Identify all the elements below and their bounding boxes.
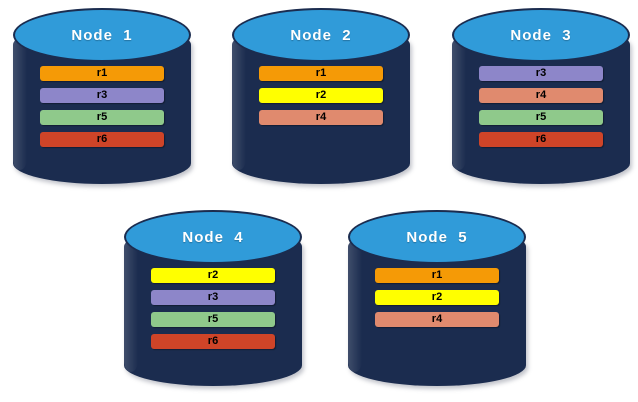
database-node[interactable]: Node 5 r1 r2 r4 bbox=[348, 210, 526, 392]
node-label: Node 4 bbox=[182, 228, 244, 246]
replica-bar[interactable]: r5 bbox=[40, 110, 164, 125]
replica-stack: r2 r3 r5 r6 bbox=[151, 268, 275, 349]
node-label: Node 2 bbox=[290, 26, 352, 44]
replica-stack: r1 r3 r5 r6 bbox=[40, 66, 164, 147]
replica-bar[interactable]: r1 bbox=[259, 66, 383, 81]
replica-bar[interactable]: r1 bbox=[375, 268, 499, 283]
node-label: Node 5 bbox=[406, 228, 468, 246]
replica-bar[interactable]: r2 bbox=[259, 88, 383, 103]
replica-bar[interactable]: r5 bbox=[479, 110, 603, 125]
node-cylinder-top bbox=[232, 8, 410, 62]
replica-bar[interactable]: r2 bbox=[151, 268, 275, 283]
replica-bar[interactable]: r3 bbox=[151, 290, 275, 305]
database-node[interactable]: Node 1 r1 r3 r5 r6 bbox=[13, 8, 191, 190]
replica-bar[interactable]: r1 bbox=[40, 66, 164, 81]
replica-bar[interactable]: r4 bbox=[375, 312, 499, 327]
node-cylinder-top bbox=[124, 210, 302, 264]
replica-stack: r1 r2 r4 bbox=[259, 66, 383, 125]
replica-bar[interactable]: r3 bbox=[40, 88, 164, 103]
replica-bar[interactable]: r5 bbox=[151, 312, 275, 327]
database-node[interactable]: Node 4 r2 r3 r5 r6 bbox=[124, 210, 302, 392]
replica-bar[interactable]: r6 bbox=[479, 132, 603, 147]
node-cylinder-top bbox=[452, 8, 630, 62]
node-cylinder-top bbox=[13, 8, 191, 62]
replica-stack: r3 r4 r5 r6 bbox=[479, 66, 603, 147]
node-label: Node 3 bbox=[510, 26, 572, 44]
replica-stack: r1 r2 r4 bbox=[375, 268, 499, 327]
replica-bar[interactable]: r4 bbox=[259, 110, 383, 125]
node-cylinder-top bbox=[348, 210, 526, 264]
replica-bar[interactable]: r4 bbox=[479, 88, 603, 103]
database-node[interactable]: Node 2 r1 r2 r4 bbox=[232, 8, 410, 190]
replica-bar[interactable]: r3 bbox=[479, 66, 603, 81]
replica-bar[interactable]: r6 bbox=[40, 132, 164, 147]
replica-bar[interactable]: r6 bbox=[151, 334, 275, 349]
node-label: Node 1 bbox=[71, 26, 133, 44]
database-node[interactable]: Node 3 r3 r4 r5 r6 bbox=[452, 8, 630, 190]
replica-bar[interactable]: r2 bbox=[375, 290, 499, 305]
